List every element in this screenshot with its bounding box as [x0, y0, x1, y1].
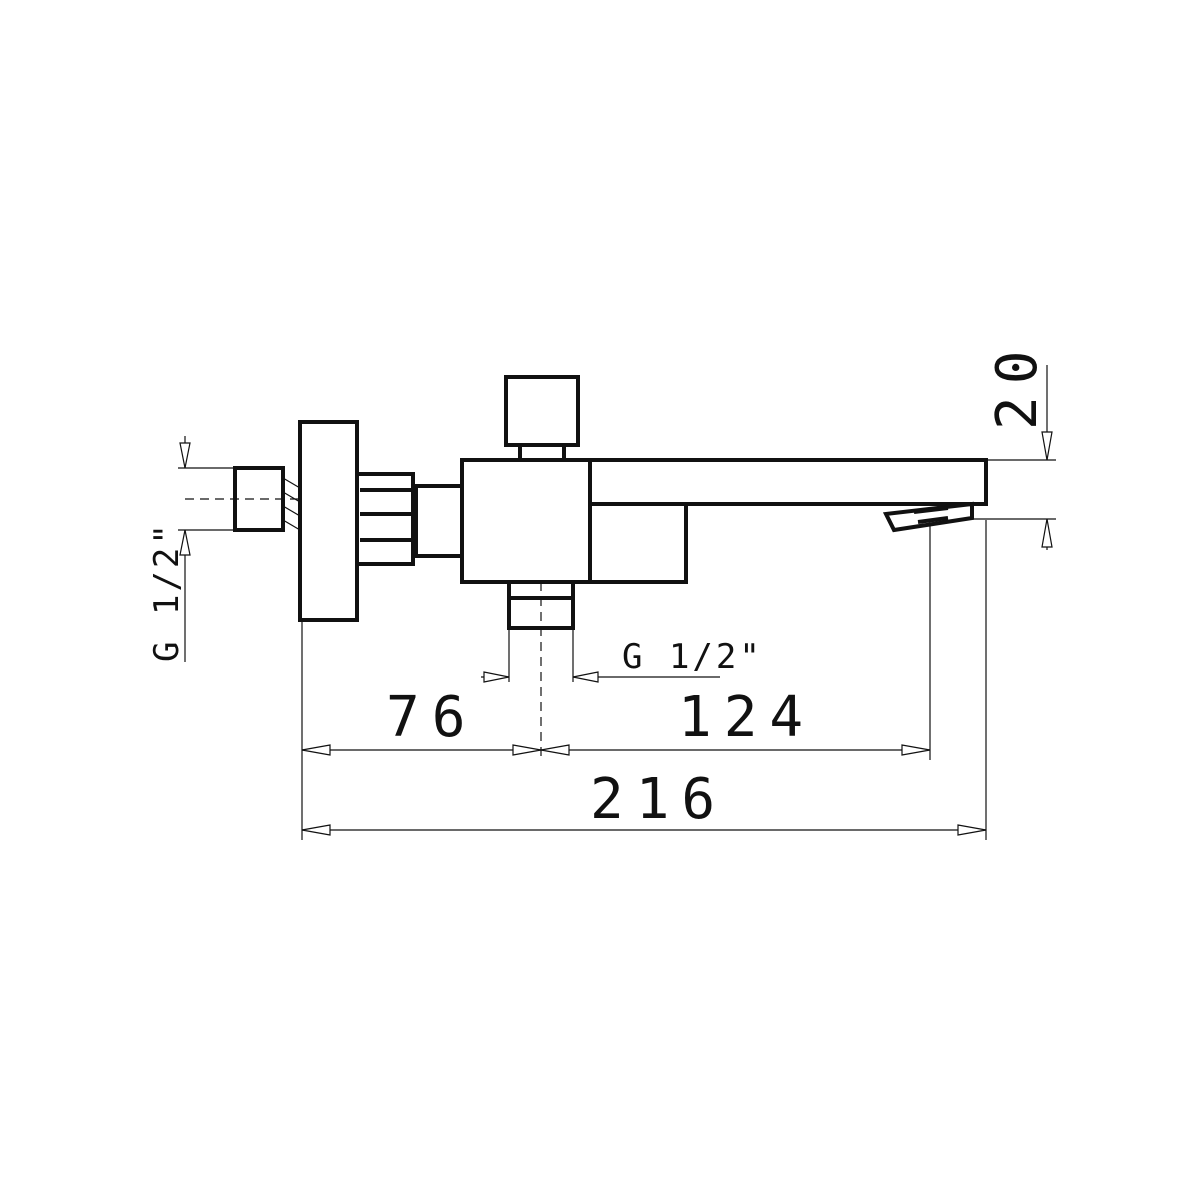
dimension-124: 124 — [540, 685, 931, 756]
lever-handle — [504, 375, 580, 447]
eccentric-link-2 — [282, 491, 301, 503]
eccentric-link-1 — [282, 477, 301, 489]
dimension-20: 20 — [985, 339, 1053, 550]
aerator — [882, 501, 974, 533]
neck — [414, 484, 464, 558]
arrow-216-left — [301, 824, 331, 836]
center-lines — [185, 498, 542, 762]
eccentric-link-3 — [282, 505, 301, 517]
dimension-76: 76 — [301, 685, 542, 756]
dimension-216: 216 — [301, 767, 987, 836]
dim-text-124: 124 — [678, 685, 815, 750]
diverter-block — [588, 502, 688, 584]
spout — [588, 458, 988, 506]
arrow-216-right — [957, 824, 987, 836]
arrow-76-right — [512, 744, 542, 756]
arrow-124-left — [540, 744, 570, 756]
extension-lines — [178, 459, 1056, 840]
arrow-20-top — [1041, 431, 1053, 461]
aerator-detail-2 — [917, 516, 949, 524]
faucet-outline — [233, 375, 988, 630]
arrow-outlet-left — [483, 671, 510, 683]
dim-text-outlet-thread: G 1/2" — [622, 637, 763, 677]
arrow-124-right — [901, 744, 931, 756]
dim-text-inlet-thread: G 1/2" — [147, 521, 187, 662]
wall-flange — [298, 420, 359, 622]
dimension-inlet-thread: G 1/2" — [147, 436, 191, 662]
dim-text-216: 216 — [590, 767, 727, 832]
dim-text-76: 76 — [386, 685, 477, 750]
dimension-outlet-thread: G 1/2" — [481, 637, 763, 683]
union-nut — [355, 472, 415, 566]
dim-text-20: 20 — [985, 339, 1050, 430]
lever-stem — [518, 443, 566, 462]
arrow-20-bottom — [1041, 518, 1053, 548]
arrow-inlet-bottom — [179, 529, 191, 556]
eccentric-link-4 — [282, 519, 301, 531]
arrow-76-left — [301, 744, 331, 756]
mixer-body — [460, 458, 592, 584]
arrow-inlet-top — [179, 442, 191, 469]
aerator-detail — [913, 506, 949, 514]
arrow-outlet-right — [572, 671, 599, 683]
